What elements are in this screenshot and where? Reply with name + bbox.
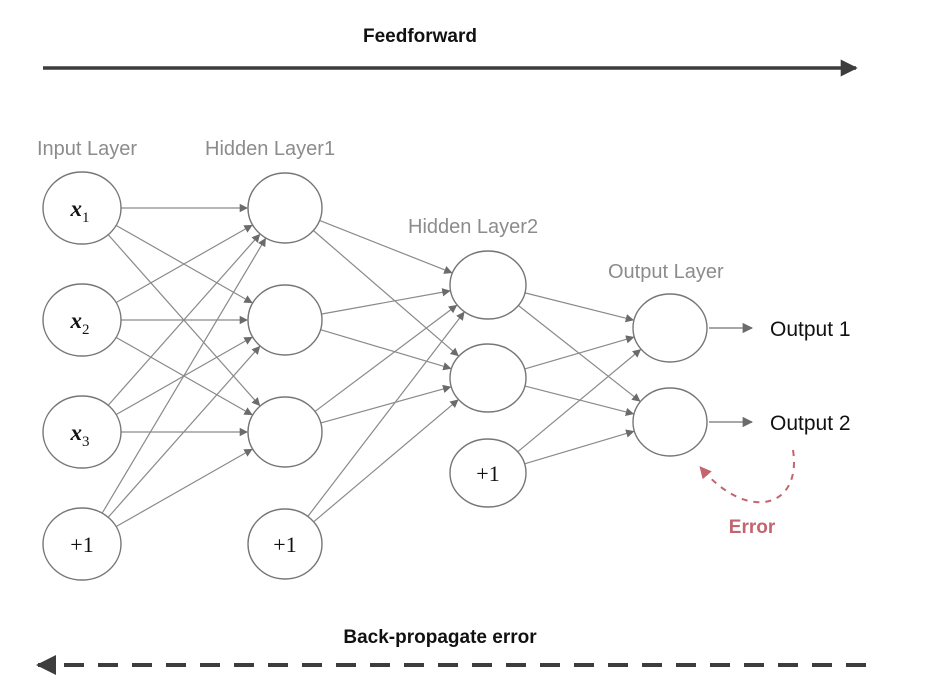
- connection-in-bias-to-h1-1: [101, 237, 266, 514]
- backprop-banner: Back-propagate error: [36, 627, 866, 675]
- neuron-h1-bias[interactable]: +1: [247, 508, 323, 580]
- connection-h1-1-to-h2-2: [312, 229, 459, 357]
- neuron-h1-3[interactable]: [247, 396, 323, 468]
- neuron-x3[interactable]: x3: [42, 395, 122, 469]
- neuron-o2[interactable]: [632, 387, 708, 457]
- layer-label-input: Input Layer: [37, 138, 137, 160]
- connection-edges: [101, 203, 642, 528]
- neuron-h2-bias[interactable]: +1: [449, 438, 527, 508]
- connection-h1-3-to-h2-1: [314, 304, 458, 413]
- neuron-circle-x2: [42, 283, 122, 357]
- neuron-label-h2-bias: +1: [476, 461, 499, 486]
- neuron-circle-h1-2: [247, 284, 323, 356]
- neuron-label-h1-bias: +1: [273, 532, 296, 557]
- neuron-h1-1[interactable]: [247, 172, 323, 244]
- neuron-h1-2[interactable]: [247, 284, 323, 356]
- neuron-circle-o1: [632, 293, 708, 363]
- layer-captions: Input Layer Hidden Layer1 Hidden Layer2 …: [37, 138, 724, 283]
- error-label: Error: [729, 517, 776, 538]
- connection-h2-2-to-o1: [524, 335, 635, 370]
- neuron-x2[interactable]: x2: [42, 283, 122, 357]
- neuron-label-in-bias: +1: [70, 532, 93, 557]
- connection-x2-to-h1-1: [115, 224, 253, 304]
- output-2-label: Output 2: [770, 412, 851, 435]
- connection-h1-1-to-h2-1: [319, 219, 453, 274]
- neuron-in-bias[interactable]: +1: [42, 507, 122, 581]
- feedforward-banner: Feedforward: [43, 26, 858, 77]
- neuron-x1[interactable]: x1: [42, 171, 122, 245]
- connection-in-bias-to-h1-2: [107, 345, 261, 518]
- connection-h1-bias-to-h2-1: [307, 311, 465, 518]
- neuron-circle-in-bias: [42, 507, 122, 581]
- neuron-subscript-x3: 3: [82, 434, 90, 450]
- neuron-circle-h1-bias: [247, 508, 323, 580]
- neuron-subscript-x2: 2: [82, 322, 90, 338]
- neuron-o1[interactable]: [632, 293, 708, 363]
- connection-h1-2-to-h2-2: [320, 328, 452, 371]
- error-curve-arrow: [699, 449, 795, 504]
- neuron-circle-h2-1: [449, 250, 527, 320]
- neuron-circle-o2: [632, 387, 708, 457]
- neuron-nodes: x1 x2 x3 +1 +1 +1: [42, 171, 708, 581]
- connection-h2-bias-to-o2: [524, 429, 635, 465]
- connection-h1-3-to-h2-2: [320, 384, 452, 424]
- neuron-circle-h1-1: [247, 172, 323, 244]
- connection-h1-bias-to-h2-2: [312, 399, 459, 523]
- connection-h2-2-to-o2: [524, 385, 635, 417]
- neuron-circle-h2-bias: [449, 438, 527, 508]
- connection-h2-bias-to-o1: [517, 349, 642, 453]
- layer-label-hidden2: Hidden Layer2: [408, 216, 538, 238]
- backprop-label: Back-propagate error: [343, 627, 537, 648]
- connection-h1-2-to-h2-1: [320, 288, 451, 315]
- layer-label-hidden1: Hidden Layer1: [205, 138, 335, 160]
- layer-label-output: Output Layer: [608, 261, 724, 283]
- neuron-circle-x3: [42, 395, 122, 469]
- neuron-h2-2[interactable]: [449, 343, 527, 413]
- connection-x3-to-h1-1: [107, 233, 261, 406]
- connection-h2-1-to-o1: [524, 292, 635, 323]
- connection-in-bias-to-h1-3: [115, 448, 253, 528]
- error-annotation: Error: [699, 449, 795, 538]
- feedforward-label: Feedforward: [363, 26, 477, 47]
- neuron-circle-h1-3: [247, 396, 323, 468]
- neuron-circle-x1: [42, 171, 122, 245]
- output-arrows: Output 1 Output 2: [709, 318, 851, 435]
- neuron-h2-1[interactable]: [449, 250, 527, 320]
- neuron-subscript-x1: 1: [82, 210, 90, 226]
- output-1-label: Output 1: [770, 318, 851, 341]
- neuron-circle-h2-2: [449, 343, 527, 413]
